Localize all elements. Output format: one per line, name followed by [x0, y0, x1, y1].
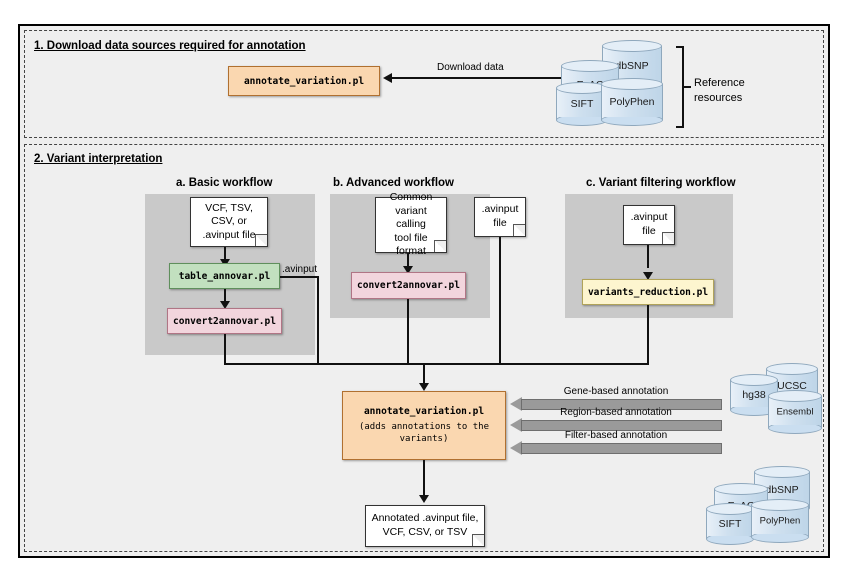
database-cylinder-sift-bottom: SIFT	[706, 503, 754, 545]
process-annotate-variation-download[interactable]: annotate_variation.pl	[228, 66, 380, 96]
input-basic-line1: VCF, TSV,	[205, 201, 253, 214]
cylinder-label: PolyPhen	[609, 96, 655, 108]
output-line1: Annotated .avinput file,	[371, 512, 479, 525]
cylinder-label: dbSNP	[615, 60, 649, 72]
input-basic-line3: .avinput file	[202, 228, 256, 241]
process-sublabel-line2: variants)	[399, 433, 449, 444]
connector-basic-to-bus	[224, 334, 226, 365]
reference-resources-bracket	[676, 46, 684, 128]
connector-basic-input-to-step1	[224, 247, 226, 262]
input-filtering-line1: .avinput	[630, 211, 668, 224]
reference-resources-label: Reference resources	[694, 76, 784, 106]
database-cylinder-polyphen-bottom: PolyPhen	[751, 499, 809, 543]
download-data-connector	[392, 77, 564, 79]
block-arrow-region-based	[510, 418, 722, 432]
cylinder-label: dbSNP	[765, 484, 799, 496]
process-label: convert2annovar.pl	[357, 280, 460, 291]
download-data-label: Download data	[437, 62, 504, 73]
block-arrow-gene-based-label: Gene-based annotation	[563, 386, 669, 397]
process-label: annotate_variation.pl	[243, 75, 365, 87]
input-avinput-side-line2: file	[493, 217, 507, 229]
input-node-advanced: Common variant calling tool file format	[375, 191, 447, 257]
process-variants-reduction[interactable]: variants_reduction.pl	[582, 279, 714, 305]
cylinder-label: SIFT	[718, 518, 742, 530]
section-download-data-sources	[24, 30, 824, 138]
process-label: convert2annovar.pl	[173, 315, 276, 327]
database-cylinder-polyphen-top: PolyPhen	[601, 78, 663, 126]
block-arrow-filter-based-label: Filter-based annotation	[564, 430, 668, 441]
database-cylinder-sift-top: SIFT	[556, 82, 608, 126]
input-advanced-line2: variant calling	[395, 204, 427, 231]
section-2-title: 2. Variant interpretation	[34, 153, 163, 165]
reference-resources-label-line1: Reference	[694, 77, 745, 89]
input-advanced-line1: Common	[389, 190, 433, 203]
reference-resources-label-line2: resources	[694, 91, 743, 104]
cylinder-label: UCSC	[777, 380, 807, 392]
output-line2: VCF, CSV, or TSV	[382, 526, 468, 538]
process-convert2annovar-advanced[interactable]: convert2annovar.pl	[351, 272, 466, 299]
connector-basic-step1-to-step2	[224, 289, 226, 304]
connector-bus-to-core	[423, 363, 425, 386]
output-node: Annotated .avinput file, VCF, CSV, or TS…	[365, 505, 485, 547]
block-arrow-filter-based	[510, 441, 722, 455]
connector-filtering-to-bus	[647, 305, 649, 365]
arrowhead-output	[419, 495, 429, 503]
input-advanced-line3: tool file	[394, 231, 428, 244]
connector-core-to-output	[423, 460, 425, 498]
connector-avinput-side-to-bus	[499, 237, 501, 365]
download-data-arrowhead	[383, 73, 392, 83]
database-cylinder-ensembl: Ensembl	[768, 390, 822, 434]
merge-bus-horizontal	[224, 363, 649, 365]
avinput-edge-label-basic: .avinput	[282, 264, 318, 275]
process-label: table_annovar.pl	[178, 270, 271, 282]
process-annotate-variation-core[interactable]: annotate_variation.pl (adds annotations …	[342, 391, 506, 460]
process-sublabel-line1: (adds annotations to the	[358, 422, 490, 433]
input-basic-line2: CSV, or	[211, 215, 247, 228]
input-node-filtering: .avinput file	[623, 205, 675, 245]
cylinder-label: PolyPhen	[759, 515, 801, 527]
arrowhead-filtering-step1	[643, 272, 653, 280]
arrowhead-core	[419, 383, 429, 391]
cylinder-label: Ensembl	[776, 406, 814, 418]
process-label: annotate_variation.pl	[363, 406, 485, 418]
process-label: variants_reduction.pl	[587, 286, 709, 298]
connector-advanced-to-bus	[407, 299, 409, 365]
process-convert2annovar-basic[interactable]: convert2annovar.pl	[167, 308, 282, 334]
section-1-title: 1. Download data sources required for an…	[34, 40, 306, 52]
input-avinput-side-line1: .avinput	[481, 203, 519, 216]
panel-advanced-workflow-title: b. Advanced workflow	[333, 177, 454, 189]
connector-advanced-input-to-step1	[407, 253, 409, 269]
panel-basic-workflow-title: a. Basic workflow	[176, 177, 273, 189]
panel-filtering-workflow-title: c. Variant filtering workflow	[586, 177, 736, 189]
arrowhead-advanced-step1	[403, 266, 413, 274]
input-node-basic: VCF, TSV, CSV, or .avinput file	[190, 197, 268, 247]
connector-avinput-branch-v	[317, 276, 319, 365]
connector-filtering-input-to-step1	[647, 245, 649, 268]
process-table-annovar[interactable]: table_annovar.pl	[169, 263, 280, 289]
input-node-avinput-side: .avinput file	[474, 197, 526, 237]
connector-avinput-branch-h	[280, 276, 319, 278]
cylinder-label: SIFT	[570, 98, 594, 110]
input-filtering-line2: file	[642, 225, 656, 237]
input-advanced-line4: format	[396, 245, 426, 258]
block-arrow-region-based-label: Region-based annotation	[560, 407, 672, 418]
arrowhead-basic-step2	[220, 301, 230, 309]
block-arrow-gene-based	[510, 397, 722, 411]
cylinder-label: hg38	[742, 389, 766, 401]
reference-resources-bracket-tick	[684, 86, 691, 88]
